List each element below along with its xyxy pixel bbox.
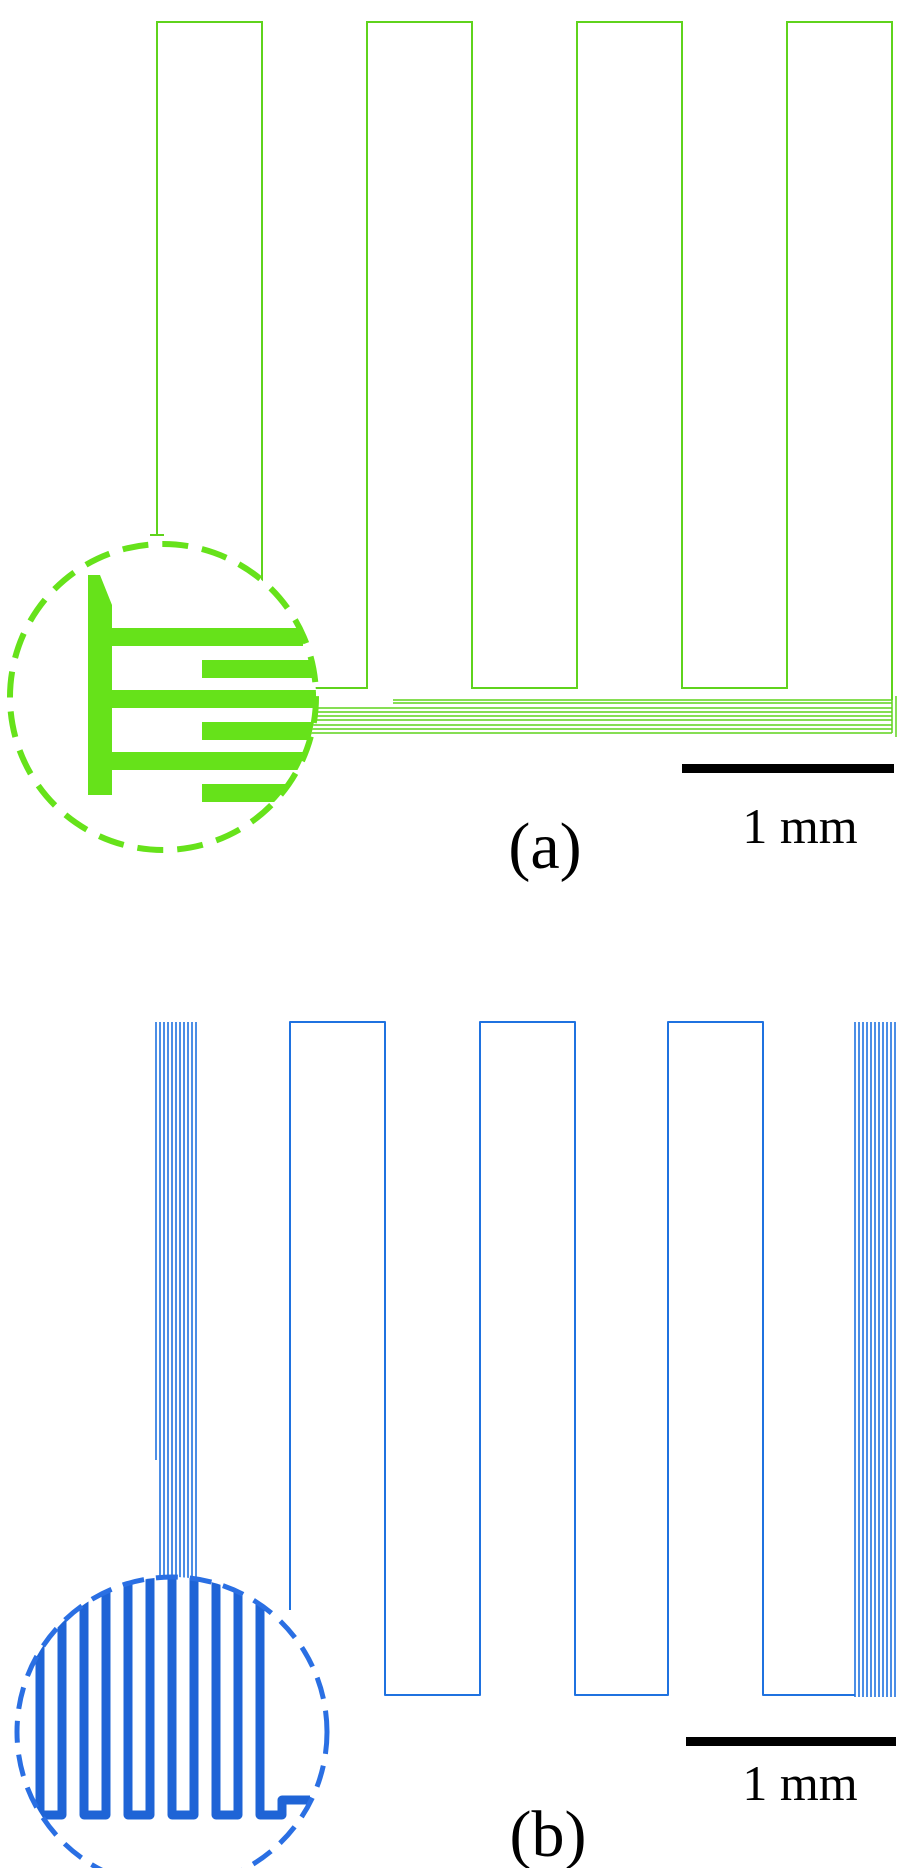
- panel-a-zoom-inset: [7, 541, 319, 853]
- panel-a-zoom-circle: [7, 541, 319, 853]
- panel-b-scale-bar: [686, 1737, 896, 1746]
- panel-a-scale-bar: [682, 764, 894, 773]
- panel-a-serpentine-line: [156, 21, 893, 700]
- panel-b-zoom-circle: [14, 1574, 330, 1868]
- panel-b: 1 mm (b): [14, 1021, 896, 1868]
- panel-b-right-line-bundle: [854, 1022, 896, 1697]
- panel-a: 1 mm (a): [7, 21, 897, 883]
- panel-b-scale-label: 1 mm: [742, 1755, 857, 1811]
- panel-a-label: (a): [508, 810, 581, 883]
- panel-a-lead-bundle: [310, 696, 897, 737]
- panel-b-serpentine-line: [289, 1021, 855, 1696]
- panel-a-scale-label: 1 mm: [742, 798, 857, 854]
- panel-b-label: (b): [510, 1798, 587, 1868]
- panel-b-zoom-inset: [14, 1574, 330, 1868]
